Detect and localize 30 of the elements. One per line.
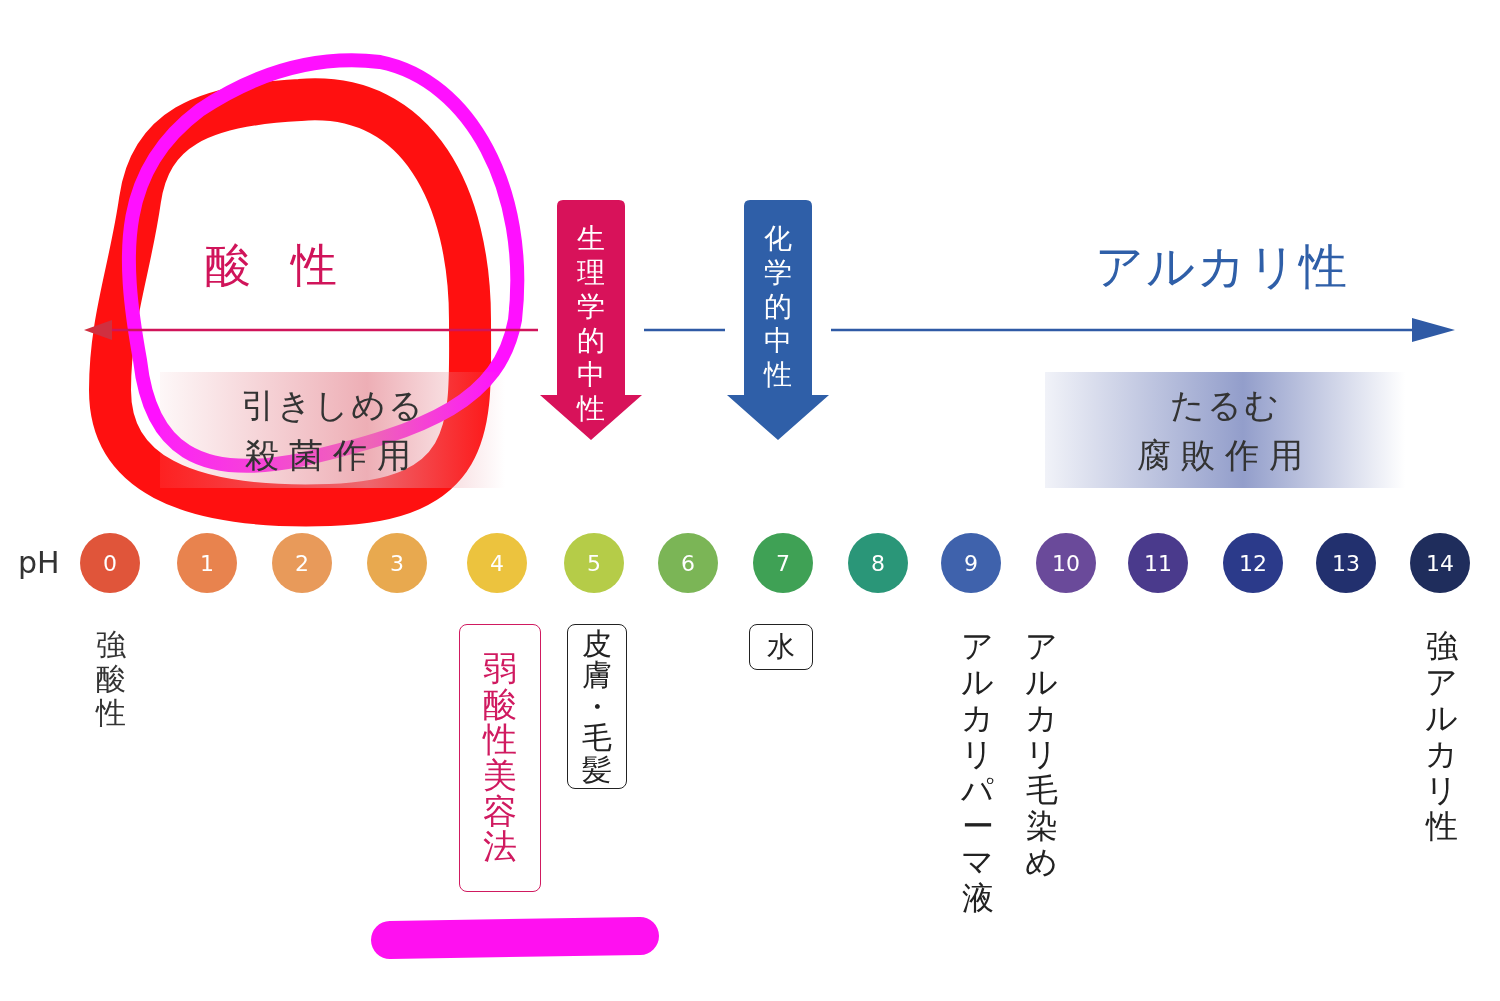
axis-label: pH — [18, 545, 60, 580]
ph-value-circle: 12 — [1223, 533, 1283, 593]
region-label: 酸性 — [205, 237, 377, 294]
effect-text: 腐敗作用 — [1137, 434, 1313, 477]
effect-text: 引きしめる — [240, 384, 425, 427]
ph-value-circle: 8 — [848, 533, 908, 593]
ph-value-circle: 6 — [658, 533, 718, 593]
arrow-label: 生理学的中性 — [575, 222, 606, 426]
ph-value-circle: 14 — [1410, 533, 1470, 593]
ph-value-circle: 3 — [367, 533, 427, 593]
scale-note: アルカリ毛染め — [1024, 628, 1060, 880]
effect-text: たるむ — [1169, 384, 1281, 427]
scale-note: 強酸性 — [94, 628, 127, 730]
example-tag: 皮膚・毛髪 — [567, 624, 627, 789]
ph-value-circle: 13 — [1316, 533, 1376, 593]
scale-note: 強アルカリ性 — [1424, 628, 1460, 844]
scale-note: アルカリパーマ液 — [960, 628, 996, 916]
ph-value-circle: 7 — [753, 533, 813, 593]
ph-value-circle: 4 — [467, 533, 527, 593]
ph-value-circle: 2 — [272, 533, 332, 593]
region-label: アルカリ性 — [1095, 237, 1349, 296]
example-tag: 水 — [749, 624, 813, 670]
arrow-label: 化学的中性 — [762, 222, 793, 392]
example-tag: 弱酸性美容法 — [459, 624, 541, 892]
ph-value-circle: 9 — [941, 533, 1001, 593]
ph-value-circle: 5 — [564, 533, 624, 593]
ph-value-circle: 1 — [177, 533, 237, 593]
ph-value-circle: 0 — [80, 533, 140, 593]
ph-value-circle: 11 — [1128, 533, 1188, 593]
ph-value-circle: 10 — [1036, 533, 1096, 593]
